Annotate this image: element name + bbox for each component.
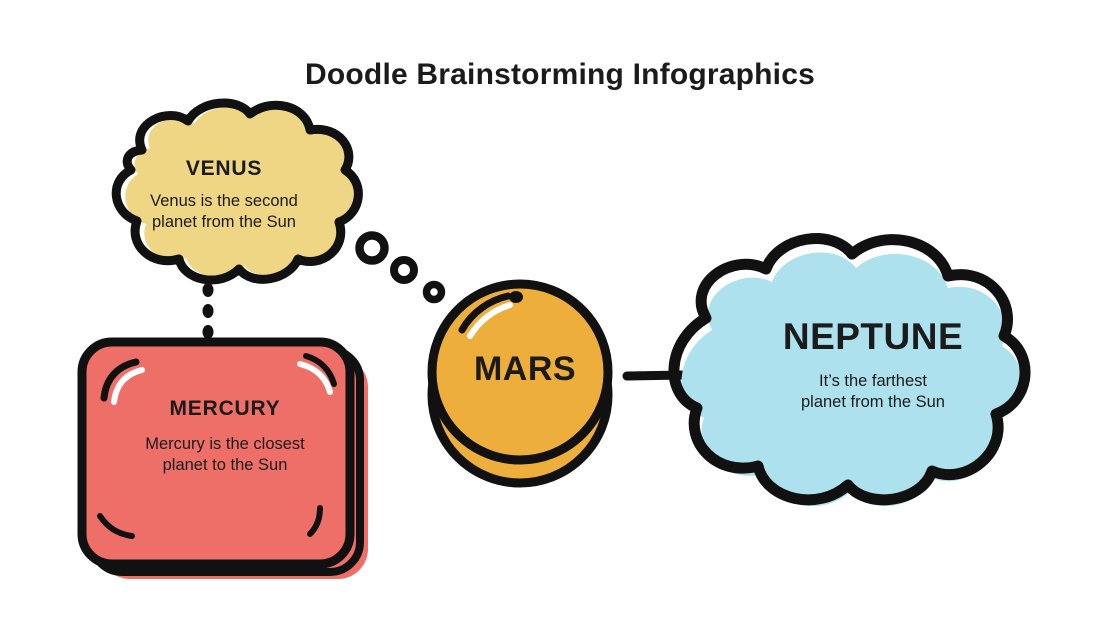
venus-cloud-fill <box>125 107 356 277</box>
connector-venus-to-mars <box>355 231 446 304</box>
mars-dot-accent <box>509 291 523 303</box>
node-venus[interactable] <box>111 98 363 285</box>
mercury-corner-highlight-black <box>100 358 140 402</box>
neptune-cloud-outline <box>668 233 1031 506</box>
mercury-corner-tick-bottom-right <box>307 505 323 537</box>
thought-bubble-medium <box>390 256 418 284</box>
node-neptune[interactable] <box>668 233 1031 507</box>
mars-sphere-outline <box>427 279 613 465</box>
neptune-cloud-fill <box>681 252 1022 507</box>
mercury-corner-tick-bottom-left <box>97 513 135 539</box>
mercury-corner-tick-top-right <box>303 353 337 387</box>
venus-cloud-outline <box>111 98 363 285</box>
mercury-corner-highlight-white <box>111 367 145 405</box>
mars-highlight-black <box>458 292 512 334</box>
mercury-card-fill <box>82 342 350 564</box>
thought-bubble-large <box>355 231 389 265</box>
thought-bubble-small <box>422 280 446 304</box>
mercury-corner-highlight-top-right <box>297 361 333 395</box>
connector-venus-to-mercury <box>202 283 214 339</box>
page-title: Doodle Brainstorming Infographics <box>305 58 815 91</box>
vertical-dot-3 <box>202 325 214 339</box>
node-mars[interactable] <box>427 279 613 488</box>
vertical-dot-1 <box>202 283 214 297</box>
mercury-card-outline <box>77 337 355 569</box>
node-mercury[interactable] <box>77 337 368 579</box>
vertical-dot-2 <box>202 304 214 318</box>
mars-highlight-white <box>467 302 513 339</box>
